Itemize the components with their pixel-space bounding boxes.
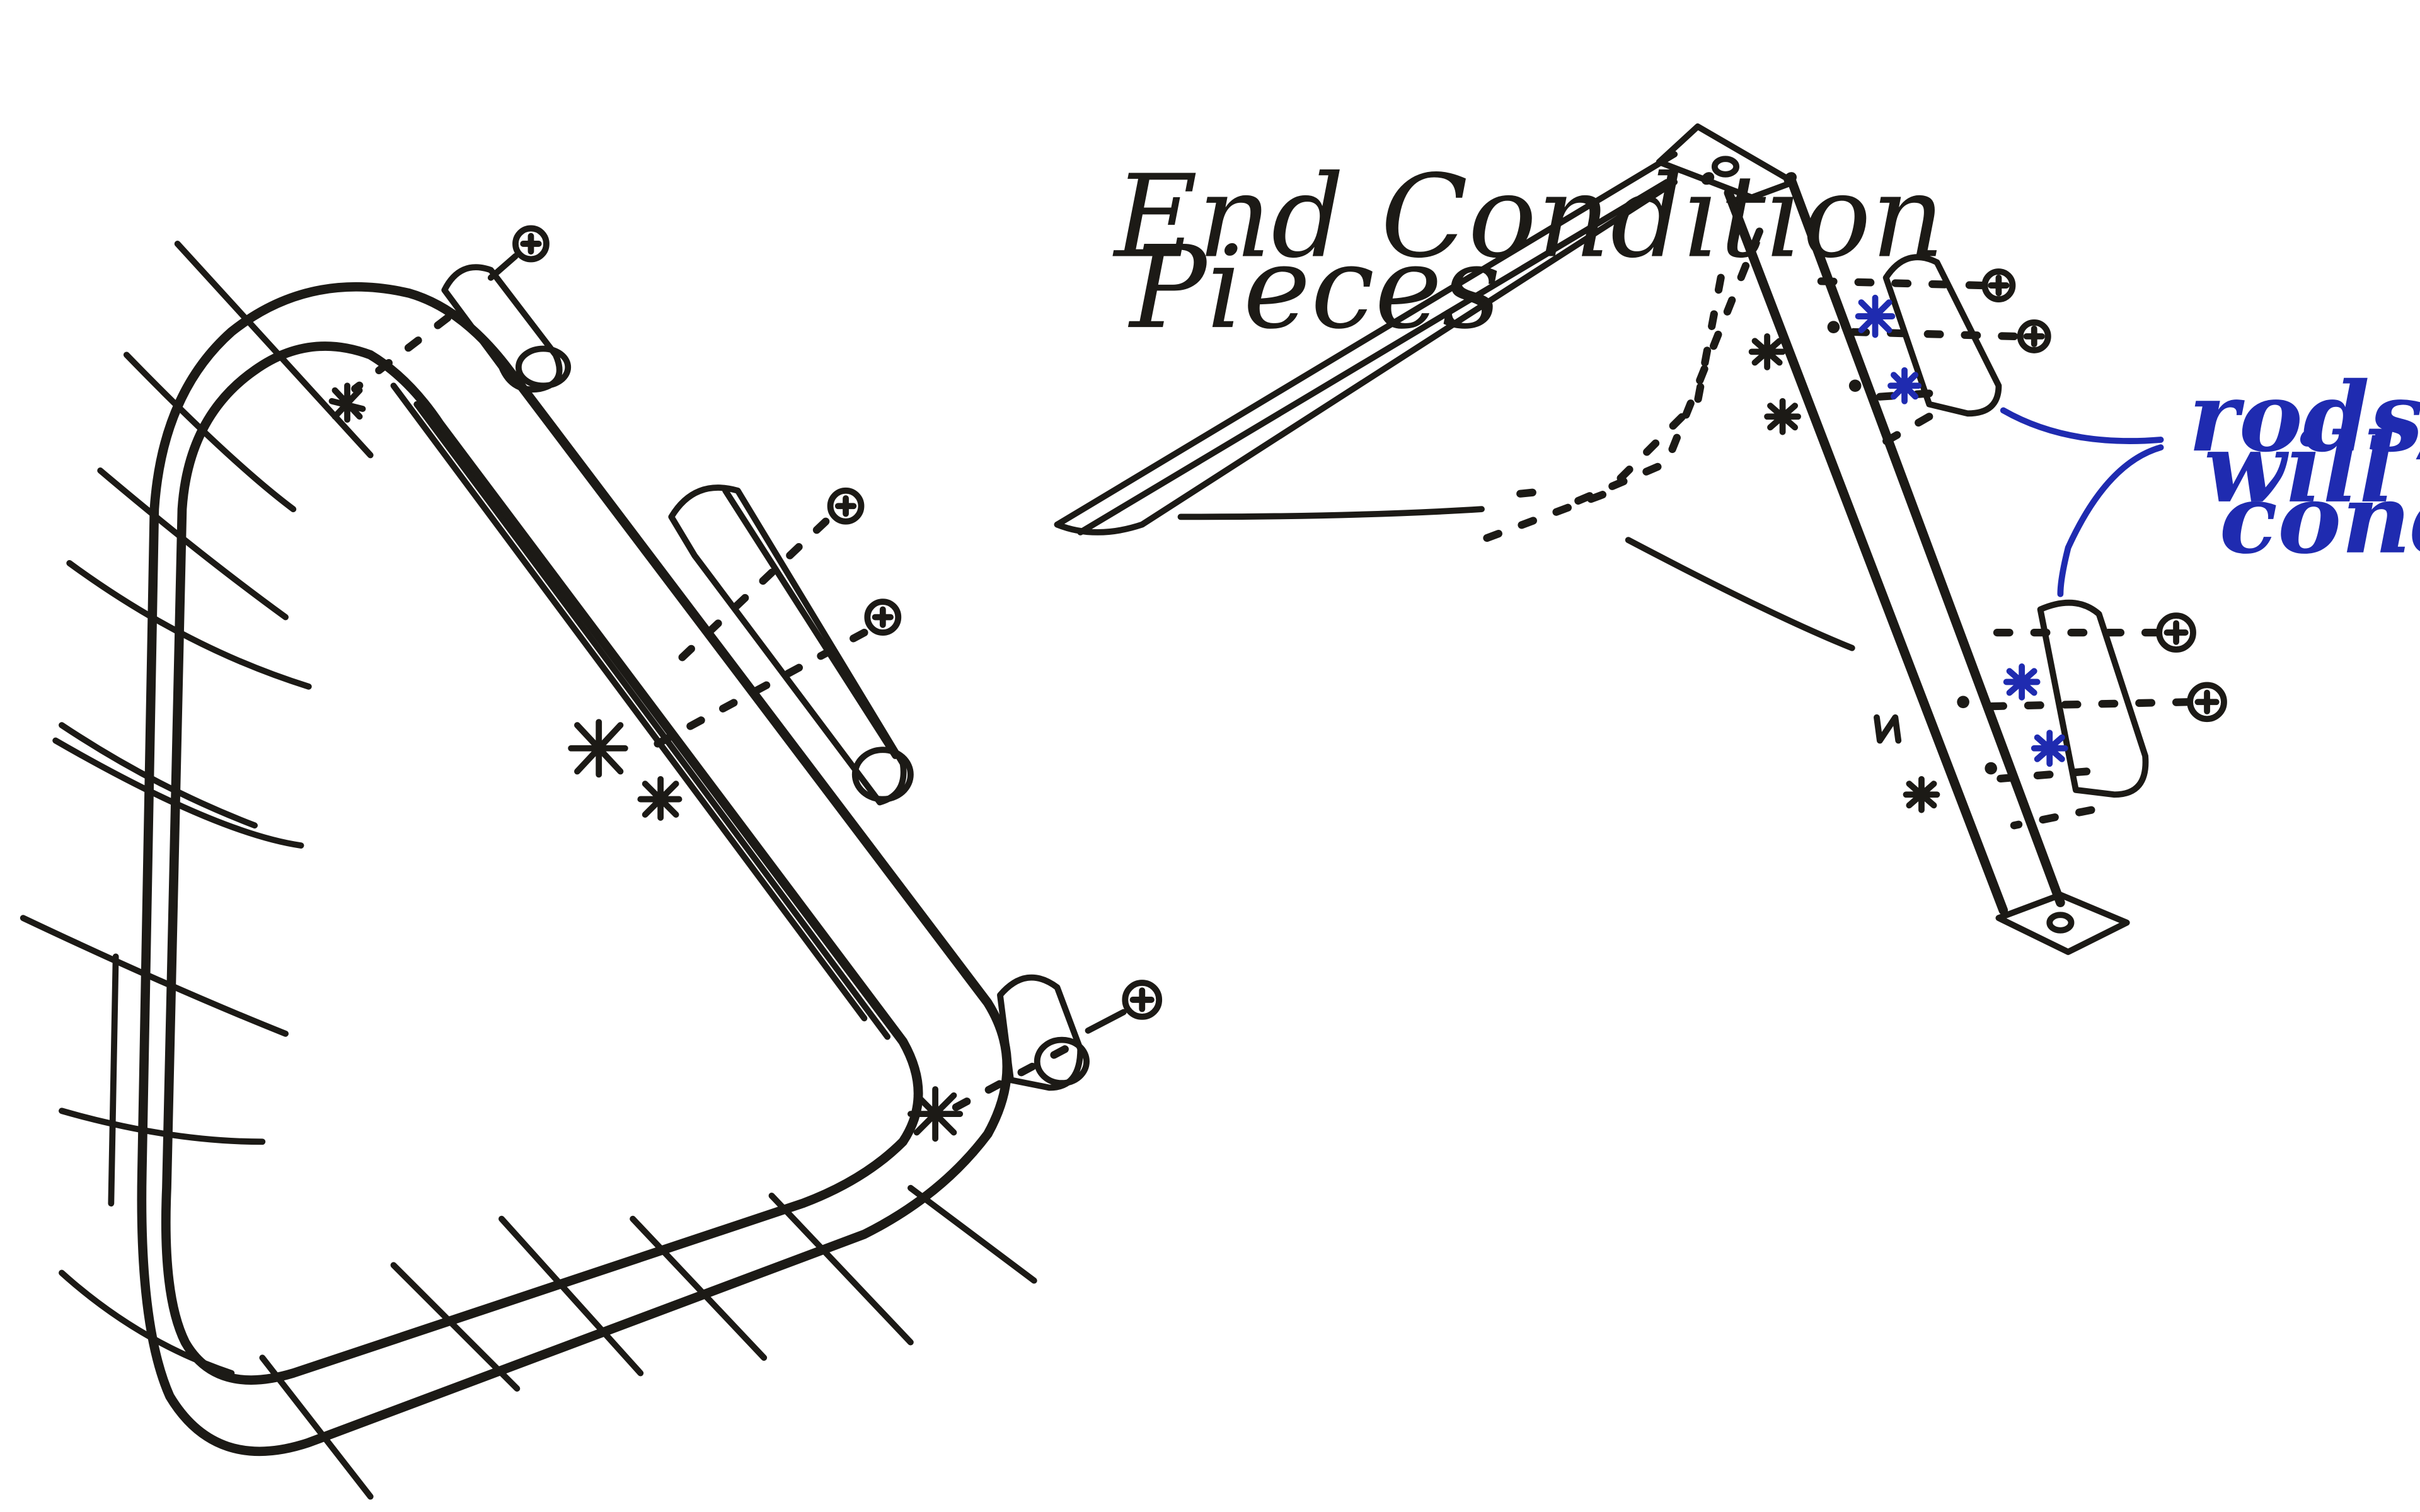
end-piece-middle	[568, 484, 914, 821]
vertical-beam	[1656, 123, 2130, 955]
hatch-lines	[20, 241, 1037, 1500]
triangle-frame	[137, 282, 1012, 1457]
note-line1: rods/con	[2189, 360, 2420, 473]
end-piece-bottom	[908, 974, 1163, 1142]
end-piece-top	[328, 225, 572, 423]
note-line3: condui	[2220, 462, 2420, 575]
bracket-upper	[1748, 254, 2051, 452]
bracket-lower	[1874, 599, 2227, 830]
construction-lines	[1477, 227, 1763, 544]
note-line2: will fit	[2204, 411, 2420, 524]
title-label-line2: Pieces	[1128, 221, 1501, 354]
note-leaders	[2000, 407, 2164, 597]
diagonal-beam	[1054, 151, 1855, 651]
